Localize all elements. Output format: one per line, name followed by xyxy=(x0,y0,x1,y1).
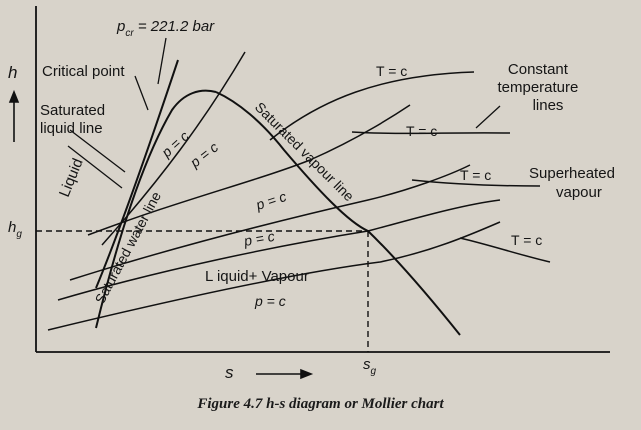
pcr-subscript: cr xyxy=(125,28,134,39)
saturated-liquid-line-2: liquid line xyxy=(40,120,103,137)
y-axis-label: h xyxy=(8,63,17,82)
liquid-region-label: Liquid xyxy=(56,156,87,199)
h-arrow-head xyxy=(8,89,20,103)
sg-main: s xyxy=(363,356,371,373)
temp-label-4: T = c xyxy=(511,232,542,248)
temperature-line-2 xyxy=(351,131,511,135)
saturated-liquid-pointer-1 xyxy=(69,129,126,173)
saturated-liquid-line-1: Saturated xyxy=(40,102,105,119)
saturated-vapour-line-label: Saturated vapour line xyxy=(252,99,358,205)
superheated-vapour-1: Superheated xyxy=(529,165,615,182)
constant-temperature-lines-2: temperature xyxy=(497,79,578,96)
constant-temperature-lines-label: Constant temperature lines xyxy=(497,61,582,114)
hg-main: h xyxy=(8,219,16,236)
constant-temperature-lines-1: Constant xyxy=(508,61,569,78)
temperature-line-4 xyxy=(459,237,551,263)
temp-label-2: T = c xyxy=(406,123,437,139)
axis-arrows xyxy=(8,89,314,380)
constant-temp-pointer xyxy=(475,105,501,129)
pressure-label-2: p = c xyxy=(186,139,221,171)
pressure-label-4: p = c xyxy=(242,228,276,249)
pressure-line-5 xyxy=(47,221,501,331)
temperature-line-1 xyxy=(269,71,475,141)
saturated-vapour-line xyxy=(215,91,461,336)
reference-lines xyxy=(36,230,369,352)
x-axis-label: s xyxy=(225,363,234,382)
critical-point-pointer xyxy=(134,75,149,111)
sg-label: sg xyxy=(363,356,377,377)
superheated-vapour-2: vapour xyxy=(556,184,602,201)
temperature-line-3 xyxy=(411,179,541,187)
saturated-water-line xyxy=(95,89,217,329)
pcr-pointer xyxy=(157,37,167,85)
critical-point-label: Critical point xyxy=(42,63,125,80)
saturated-liquid-line-label: Saturated liquid line xyxy=(40,102,109,137)
s-arrow-head xyxy=(300,368,314,380)
pressure-label-3: p = c xyxy=(253,188,288,213)
pcr-main: p xyxy=(116,18,125,35)
pressure-line-2 xyxy=(87,104,411,236)
superheated-vapour-label: Superheated vapour xyxy=(529,165,619,201)
wet-region-label: L iquid+ Vapour xyxy=(205,268,309,285)
pressure-label-5: p = c xyxy=(254,293,286,309)
pressure-line-4 xyxy=(57,199,501,301)
saturated-liquid-pointer-2 xyxy=(67,145,123,189)
constant-temperature-lines xyxy=(269,71,551,263)
hg-subscript: g xyxy=(16,229,22,240)
constant-pressure-lines xyxy=(47,51,501,331)
temp-label-1: T = c xyxy=(376,63,407,79)
sg-subscript: g xyxy=(371,366,377,377)
axes xyxy=(35,6,610,353)
critical-pressure-line xyxy=(95,59,179,289)
figure-caption: Figure 4.7 h-s diagram or Mollier chart xyxy=(197,396,444,412)
pcr-value: = 221.2 bar xyxy=(134,18,215,35)
pointer-lines xyxy=(67,37,501,189)
pressure-line-1 xyxy=(101,51,246,246)
critical-pressure-label: pcr = 221.2 bar xyxy=(116,18,215,39)
pressure-line-3 xyxy=(69,164,471,281)
hg-label: hg xyxy=(8,219,22,240)
saturation-dome xyxy=(95,59,461,336)
constant-temperature-lines-3: lines xyxy=(533,97,564,114)
temp-label-3: T = c xyxy=(460,167,491,183)
